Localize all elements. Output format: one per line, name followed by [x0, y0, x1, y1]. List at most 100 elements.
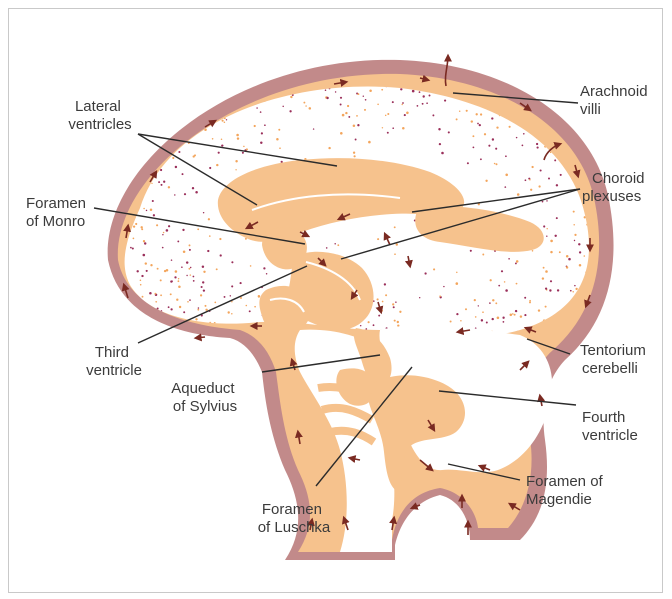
stipple-dot	[162, 247, 164, 249]
stipple-dot	[480, 113, 482, 115]
stipple-dot	[575, 288, 577, 290]
stipple-dot	[220, 254, 222, 256]
stipple-dot	[387, 132, 389, 134]
stipple-dot	[240, 297, 242, 299]
stipple-dot	[439, 143, 441, 145]
stipple-dot	[231, 313, 233, 315]
stipple-dot	[207, 91, 209, 93]
stipple-dot	[326, 97, 328, 99]
stipple-dot	[247, 81, 250, 84]
stipple-dot	[495, 148, 497, 150]
stipple-dot	[131, 139, 133, 141]
label-lateral-ventricles: Lateral ventricles	[68, 98, 131, 133]
stipple-dot	[197, 309, 199, 311]
stipple-dot	[548, 177, 550, 179]
stipple-dot	[423, 95, 425, 97]
stipple-dot	[177, 240, 179, 242]
stipple-dot	[134, 112, 136, 114]
stipple-dot	[165, 87, 167, 89]
stipple-dot	[138, 99, 140, 101]
stipple-dot	[556, 184, 558, 186]
stipple-dot	[438, 128, 440, 130]
stipple-dot	[146, 270, 148, 272]
stipple-dot	[450, 321, 452, 323]
stipple-dot	[260, 141, 262, 143]
stipple-dot	[424, 272, 426, 274]
stipple-dot	[549, 289, 551, 291]
stipple-dot	[205, 101, 207, 103]
stipple-dot	[132, 247, 134, 249]
stipple-dot	[212, 339, 214, 341]
stipple-dot	[515, 262, 517, 264]
stipple-dot	[382, 301, 384, 303]
stipple-dot	[150, 120, 152, 122]
stipple-dot	[146, 101, 148, 103]
stipple-dot	[532, 250, 534, 252]
stipple-dot	[133, 174, 135, 176]
stipple-dot	[484, 133, 486, 135]
stipple-dot	[522, 145, 524, 147]
stipple-dot	[456, 272, 457, 273]
stipple-dot	[570, 111, 572, 113]
stipple-dot	[583, 255, 585, 257]
stipple-dot	[176, 299, 178, 301]
stipple-dot	[226, 338, 228, 340]
stipple-dot	[589, 125, 591, 127]
stipple-dot	[598, 163, 600, 165]
stipple-dot	[533, 88, 535, 90]
stipple-dot	[203, 338, 205, 340]
stipple-dot	[529, 80, 531, 82]
stipple-dot	[145, 262, 147, 264]
stipple-dot	[539, 95, 541, 97]
stipple-dot	[378, 315, 380, 317]
stipple-dot	[249, 310, 251, 312]
stipple-dot	[470, 250, 472, 252]
stipple-dot	[202, 281, 204, 283]
stipple-dot	[163, 232, 165, 234]
stipple-dot	[540, 169, 542, 171]
stipple-dot	[397, 324, 399, 326]
stipple-dot	[478, 305, 479, 306]
stipple-dot	[198, 307, 200, 309]
stipple-dot	[258, 296, 259, 297]
stipple-dot	[357, 93, 359, 95]
stipple-dot	[157, 268, 159, 270]
stipple-dot	[160, 294, 162, 296]
stipple-dot	[516, 260, 519, 263]
stipple-dot	[355, 139, 357, 141]
stipple-dot	[538, 185, 540, 187]
stipple-dot	[254, 306, 256, 308]
stipple-dot	[189, 244, 191, 246]
stipple-dot	[510, 314, 513, 317]
stipple-dot	[479, 124, 481, 126]
stipple-dot	[489, 302, 491, 304]
stipple-dot	[151, 150, 153, 152]
stipple-dot	[564, 95, 566, 97]
label-foramen-of-magendie: Foramen of Magendie	[526, 473, 607, 508]
stipple-dot	[475, 316, 477, 318]
stipple-dot	[538, 309, 540, 311]
stipple-dot	[567, 90, 569, 92]
label-foramen-of-luschka: Foramen of Luschka	[258, 501, 331, 536]
stipple-dot	[555, 235, 557, 237]
stipple-dot	[512, 313, 514, 315]
stipple-dot	[164, 79, 166, 81]
stipple-dot	[456, 118, 458, 120]
stipple-dot	[486, 322, 488, 324]
stipple-dot	[195, 318, 197, 320]
stipple-dot	[566, 266, 568, 268]
stipple-dot	[554, 159, 556, 161]
stipple-dot	[556, 83, 558, 85]
stipple-dot	[560, 104, 562, 106]
stipple-dot	[404, 114, 406, 116]
stipple-dot	[377, 238, 379, 240]
stipple-dot	[488, 145, 490, 147]
stipple-dot	[178, 151, 180, 153]
stipple-dot	[231, 261, 233, 263]
stipple-dot	[505, 155, 507, 157]
stipple-dot	[471, 120, 473, 122]
stipple-dot	[569, 106, 572, 109]
stipple-dot	[146, 141, 149, 144]
stipple-dot	[140, 158, 142, 160]
stipple-dot	[179, 126, 181, 128]
